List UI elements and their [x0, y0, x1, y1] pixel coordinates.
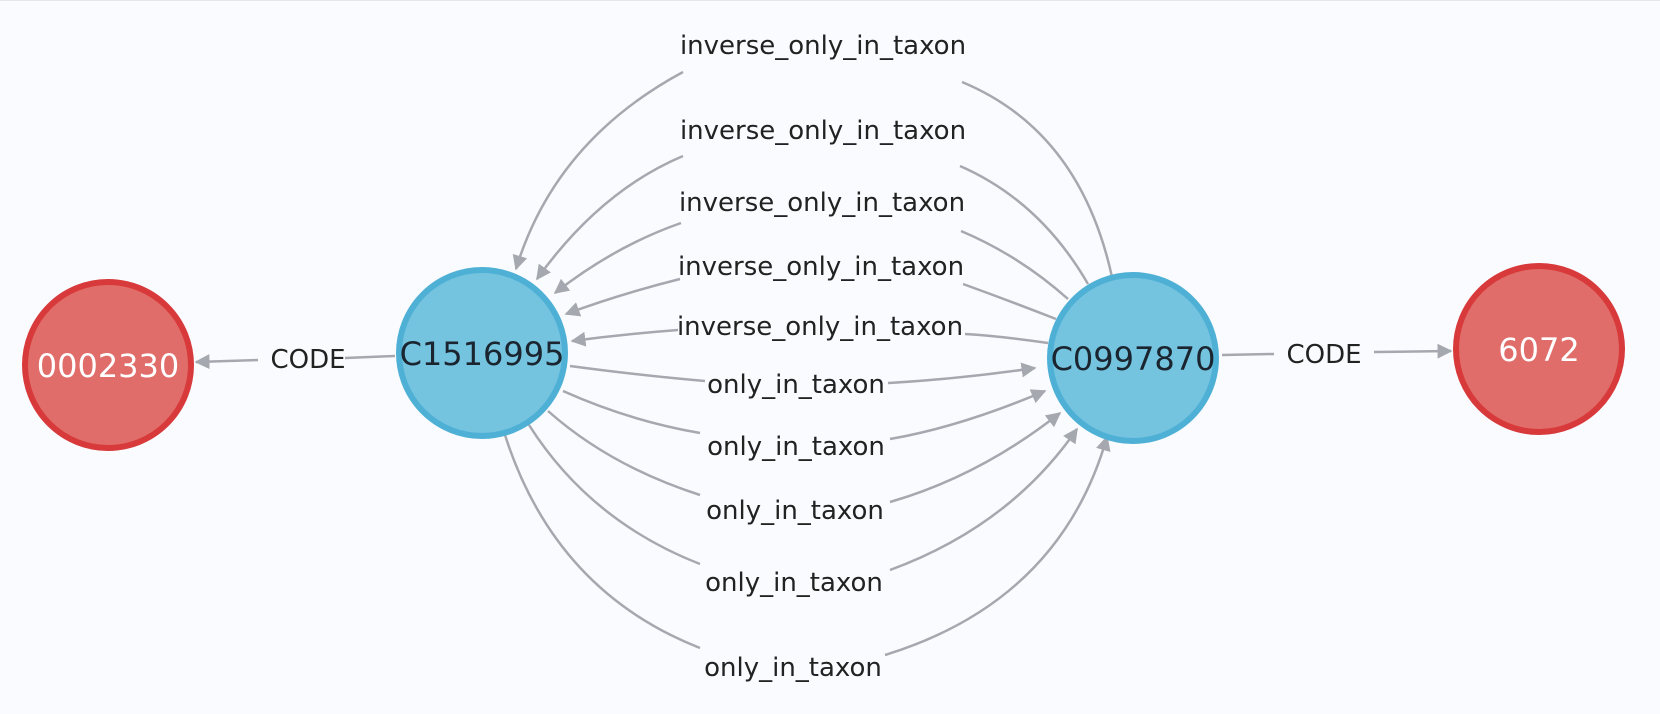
node-0002330-label: 0002330 [37, 347, 180, 385]
edge-only-4[interactable]: only_in_taxon [527, 424, 1079, 598]
edge-inverse-2-seg-b [535, 154, 684, 281]
edge-label-only-5: only_in_taxon [704, 653, 882, 683]
edge-inverse-5-seg-b [570, 328, 679, 347]
edge-inverse-2-seg-a [959, 164, 1090, 285]
edge-inverse-3[interactable]: inverse_only_in_taxon [553, 188, 1069, 300]
node-C0997870-circle [1047, 272, 1219, 444]
edge-only-3-seg-b [889, 412, 1062, 504]
edge-inverse-1[interactable]: inverse_only_in_taxon [512, 31, 1114, 278]
edge-label-inverse-1: inverse_only_in_taxon [680, 31, 966, 61]
edge-inverse-5-seg-a [964, 332, 1049, 345]
node-C0997870[interactable]: C0997870 [1047, 272, 1219, 444]
edge-inverse-3-seg-b [553, 221, 682, 294]
edge-code-left-seg-b [194, 354, 259, 370]
edge-inverse-3-seg-a [960, 229, 1069, 300]
node-C1516995[interactable]: C1516995 [396, 267, 568, 439]
node-6072[interactable]: 6072 [1453, 263, 1625, 435]
edge-only-1-seg-a [569, 364, 706, 383]
edge-label-inverse-5: inverse_only_in_taxon [677, 312, 963, 342]
edge-label-code-right: CODE [1286, 340, 1361, 370]
edge-label-only-2: only_in_taxon [707, 432, 885, 462]
node-0002330[interactable]: 0002330 [22, 279, 194, 451]
node-6072-label: 6072 [1498, 331, 1579, 369]
edge-code-left[interactable]: CODE [194, 345, 396, 375]
edge-only-4-seg-a [527, 424, 701, 566]
edge-label-only-4: only_in_taxon [705, 568, 883, 598]
edge-inverse-4-seg-a [962, 282, 1057, 321]
edge-label-inverse-3: inverse_only_in_taxon [679, 188, 965, 218]
node-C1516995-label: C1516995 [400, 335, 565, 373]
node-6072-circle [1453, 263, 1625, 435]
edge-code-right[interactable]: CODE [1221, 340, 1453, 370]
edge-label-code-left: CODE [270, 345, 345, 375]
edge-only-3-seg-a [547, 410, 701, 497]
edge-only-4-seg-b [889, 427, 1079, 572]
edge-only-1-seg-b [887, 362, 1037, 385]
edge-label-inverse-2: inverse_only_in_taxon [680, 116, 966, 146]
edge-code-left-seg-a [344, 354, 396, 360]
edge-code-right-seg-a [1221, 352, 1275, 357]
edge-only-2-seg-b [889, 389, 1047, 441]
edge-only-5[interactable]: only_in_taxon [503, 434, 1111, 683]
node-0002330-circle [22, 279, 194, 451]
node-C1516995-circle [396, 267, 568, 439]
edge-inverse-4-seg-b [564, 277, 681, 317]
edge-label-only-1: only_in_taxon [707, 370, 885, 400]
edge-only-5-seg-a [503, 434, 701, 650]
edge-inverse-1-seg-b [512, 70, 684, 271]
edge-inverse-2[interactable]: inverse_only_in_taxon [535, 116, 1090, 285]
edge-label-inverse-4: inverse_only_in_taxon [678, 252, 964, 282]
edge-only-2[interactable]: only_in_taxon [562, 389, 1047, 462]
edge-label-only-3: only_in_taxon [706, 496, 884, 526]
edge-code-right-seg-b [1373, 343, 1453, 359]
edge-only-3[interactable]: only_in_taxon [547, 410, 1062, 526]
edge-only-2-seg-a [562, 389, 701, 435]
edge-inverse-5[interactable]: inverse_only_in_taxon [570, 312, 1049, 347]
edge-inverse-1-seg-a [961, 80, 1114, 278]
edge-only-1[interactable]: only_in_taxon [569, 362, 1037, 400]
edge-inverse-4[interactable]: inverse_only_in_taxon [564, 252, 1057, 321]
node-C0997870-label: C0997870 [1051, 340, 1216, 378]
edge-only-5-seg-b [884, 435, 1111, 657]
